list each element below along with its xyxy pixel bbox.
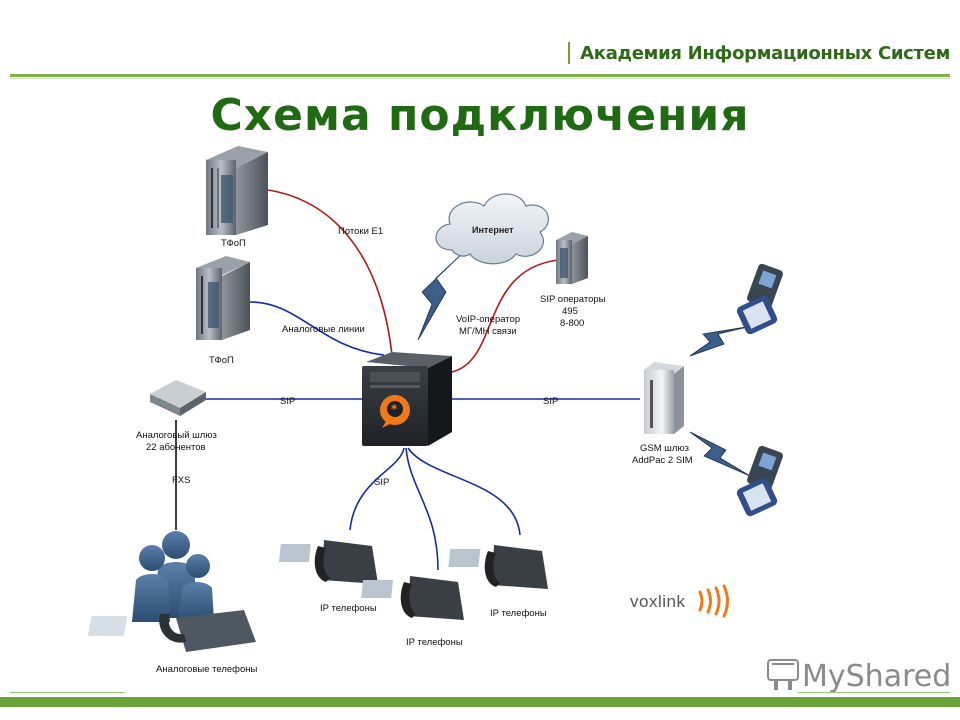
pstn-rack-top	[206, 146, 268, 235]
link-gsm-bolt-top	[689, 325, 753, 357]
pstn-rack-bottom	[196, 256, 250, 340]
label-analog-gateway-2: 22 абонентов	[146, 442, 206, 453]
ip-phone-left	[278, 540, 378, 584]
label-e1-link: Потоки Е1	[338, 226, 383, 237]
label-sip-operators-1: SIP операторы	[540, 294, 606, 305]
central-pbx-server: *	[362, 352, 452, 446]
link-voip-operator	[451, 259, 559, 373]
link-ip-phones	[349, 447, 521, 571]
ip-phone-right	[448, 545, 548, 589]
watermark-text: MyShared	[802, 659, 951, 694]
mobile-phone-top	[736, 263, 783, 335]
label-ip-phones-right: IP телефоны	[490, 608, 547, 619]
svg-text:*: *	[391, 402, 398, 416]
label-sip-operators-2: 495	[562, 306, 578, 317]
label-gsm-gateway-1: GSM шлюз	[640, 443, 689, 454]
analog-phone-users	[87, 531, 256, 652]
bottom-rule-left	[10, 692, 125, 693]
label-analog-lines: Аналоговые линии	[282, 324, 365, 335]
page-title: Схема подключения	[210, 90, 750, 141]
bottom-rule-right	[798, 692, 950, 693]
label-ip-phones-left: IP телефоны	[320, 603, 377, 614]
sip-operators-server	[556, 232, 588, 284]
brand-name: Академия Информационных Систем	[580, 42, 950, 64]
label-fxs: FXS	[172, 475, 190, 486]
top-rule-thin	[10, 78, 950, 79]
label-internet: Интернет	[472, 225, 514, 235]
brand-divider	[568, 42, 571, 64]
voxlink-wordmark: voxlink	[630, 592, 685, 611]
gsm-gateway-device	[644, 362, 684, 434]
link-gsm-bolt-bottom	[689, 431, 751, 477]
bottom-bar	[0, 697, 960, 707]
label-sip-down: SIP	[374, 477, 389, 488]
link-internet-bolt	[417, 249, 467, 341]
myshared-watermark: MyShared	[767, 659, 951, 694]
label-analog-phones: Аналоговые телефоны	[156, 664, 258, 675]
label-analog-gateway-1: Аналоговый шлюз	[136, 430, 217, 441]
mobile-phone-bottom	[736, 445, 783, 517]
label-gsm-gateway-2: AddPac 2 SIM	[632, 455, 693, 466]
internet-cloud	[435, 193, 549, 265]
label-tfop-top: ТФоП	[221, 238, 246, 249]
ip-phone-middle	[361, 576, 464, 620]
label-voip-operator-2: МГ/МН связи	[459, 326, 517, 337]
label-sip-left: SIP	[280, 396, 295, 407]
label-sip-right: SIP	[543, 396, 558, 407]
link-analog-lines	[249, 301, 385, 356]
label-voip-operator-1: VoIP-оператор	[456, 314, 520, 325]
top-rule	[10, 74, 950, 77]
label-tfop-bottom: ТФоП	[209, 355, 234, 366]
analog-gateway-device	[150, 380, 206, 416]
voxlink-logo: voxlink	[630, 584, 729, 618]
header-brand: Академия Информационных Систем	[568, 42, 950, 64]
label-ip-phones-middle: IP телефоны	[406, 637, 463, 648]
label-sip-operators-3: 8-800	[560, 318, 584, 329]
link-e1	[267, 189, 393, 356]
